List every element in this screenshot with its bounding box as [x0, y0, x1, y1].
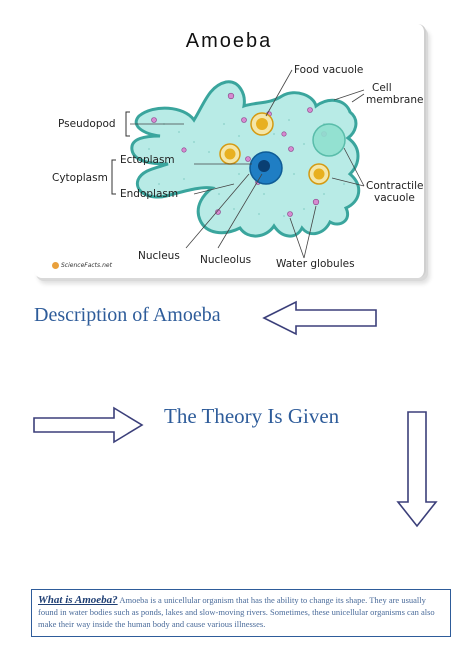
- label-contractile-vacuole-line1: Contractile: [366, 180, 424, 192]
- left-arrow-icon: [262, 300, 377, 336]
- amoeba-diagram-card: Amoeba Food vacuole Cell membrane Pseudo…: [34, 24, 426, 278]
- label-cell-membrane-line2: membrane: [366, 94, 424, 106]
- label-nucleolus: Nucleolus: [200, 254, 252, 266]
- food-vacuoles: [219, 112, 330, 185]
- label-pseudopod: Pseudopod: [58, 118, 116, 130]
- theory-heading: The Theory Is Given: [164, 404, 340, 428]
- brand-dot-icon: [52, 262, 59, 269]
- label-endoplasm: Endoplasm: [120, 188, 179, 200]
- diagram-title: Amoeba: [185, 30, 273, 52]
- label-water-globules: Water globules: [276, 258, 355, 270]
- cytoplasm-bracket: [111, 159, 116, 195]
- label-cell-membrane-line1: Cell: [372, 82, 392, 94]
- info-question: What is Amoeba?: [38, 594, 118, 606]
- label-ectoplasm: Ectoplasm: [120, 154, 175, 166]
- leader-lines: [130, 69, 365, 259]
- nucleolus: [258, 160, 270, 172]
- label-cytoplasm: Cytoplasm: [52, 172, 108, 184]
- brand-name: ScienceFacts.net: [61, 262, 112, 269]
- down-arrow-icon: [396, 411, 438, 528]
- description-heading: Description of Amoeba: [34, 304, 221, 326]
- info-text: Amoeba is a unicellular organism that ha…: [38, 595, 435, 629]
- label-food-vacuole: Food vacuole: [294, 64, 364, 76]
- brand-logo: ScienceFacts.net: [52, 262, 112, 269]
- what-is-amoeba-box: What is Amoeba? Amoeba is a unicellular …: [31, 589, 451, 637]
- label-contractile-vacuole-line2: vacuole: [374, 192, 415, 204]
- pseudopod-bracket: [125, 111, 130, 137]
- label-nucleus: Nucleus: [138, 250, 180, 262]
- contractile-vacuole: [312, 123, 346, 157]
- amoeba-illustration: [111, 69, 365, 259]
- right-arrow-icon: [33, 406, 144, 444]
